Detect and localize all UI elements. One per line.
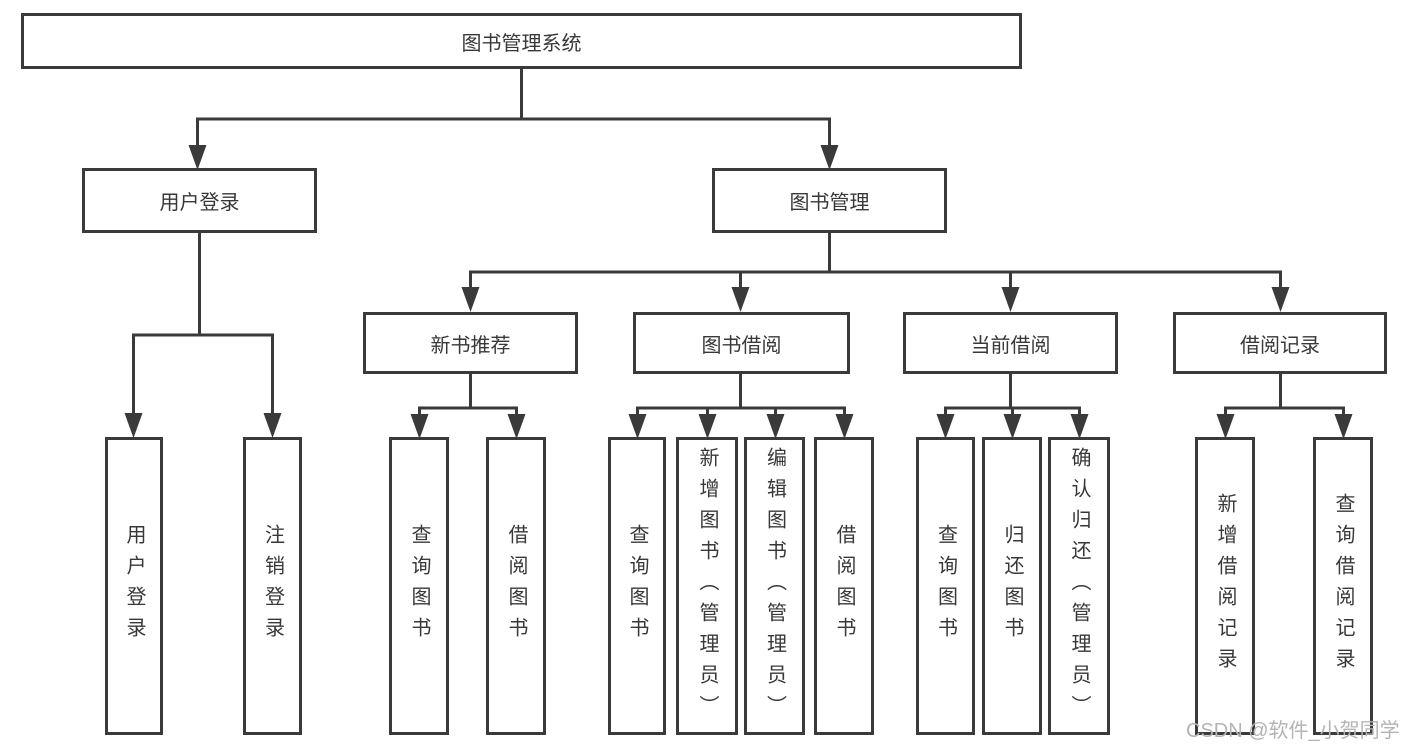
- node-query-books-recommend: 查询图书: [389, 437, 449, 735]
- node-query-books-current: 查询图书: [916, 437, 975, 735]
- node-return-books: 归还图书: [982, 437, 1042, 735]
- node-logout-leaf: 注销登录: [243, 437, 302, 735]
- node-label: 新增图书（管理员）: [696, 446, 718, 726]
- node-add-book-admin: 新增图书（管理员）: [676, 437, 738, 735]
- node-label: 查询图书: [626, 524, 648, 648]
- node-label: 归还图书: [1001, 524, 1023, 648]
- node-user-login-leaf: 用户登录: [105, 437, 163, 735]
- node-label: 借阅记录: [1240, 334, 1320, 357]
- node-label: 图书借阅: [701, 334, 782, 357]
- csdn-watermark: CSDN @软件_小贺同学: [1186, 720, 1400, 742]
- node-label: 借阅图书: [833, 524, 855, 648]
- node-label: 确认归还（管理员）: [1068, 446, 1090, 726]
- node-label: 借阅图书: [505, 524, 527, 648]
- node-label: 查询图书: [934, 524, 957, 648]
- node-query-books-borrowing: 查询图书: [608, 437, 666, 735]
- node-label: 编辑图书（管理员）: [763, 446, 786, 726]
- node-edit-book-admin: 编辑图书（管理员）: [744, 437, 805, 735]
- node-add-borrow-record: 新增借阅记录: [1195, 437, 1255, 735]
- node-borrow-books-recommend: 借阅图书: [486, 437, 546, 735]
- node-label: 当前借阅: [970, 334, 1051, 357]
- node-label: 查询图书: [408, 524, 430, 648]
- node-book-borrowing: 图书借阅: [633, 312, 850, 374]
- node-label: 用户登录: [123, 524, 145, 648]
- node-label: 新书推荐: [430, 334, 511, 357]
- node-label: 查询借阅记录: [1332, 493, 1354, 679]
- node-library-management-system: 图书管理系统: [21, 13, 1022, 69]
- node-current-borrowing: 当前借阅: [903, 312, 1118, 374]
- node-confirm-return-admin: 确认归还（管理员）: [1048, 437, 1110, 735]
- node-new-book-recommendation: 新书推荐: [363, 312, 578, 374]
- node-user-login-module: 用户登录: [82, 168, 317, 233]
- node-label: 新增借阅记录: [1214, 493, 1236, 679]
- node-book-management-module: 图书管理: [712, 168, 947, 233]
- node-query-borrow-record: 查询借阅记录: [1313, 437, 1373, 735]
- node-label: 图书管理: [789, 192, 870, 214]
- node-borrow-books-borrowing: 借阅图书: [814, 437, 874, 735]
- node-label: 注销登录: [261, 524, 284, 648]
- node-label: 图书管理系统: [461, 32, 582, 55]
- node-label: 用户登录: [159, 192, 240, 214]
- node-borrowing-records: 借阅记录: [1173, 312, 1387, 374]
